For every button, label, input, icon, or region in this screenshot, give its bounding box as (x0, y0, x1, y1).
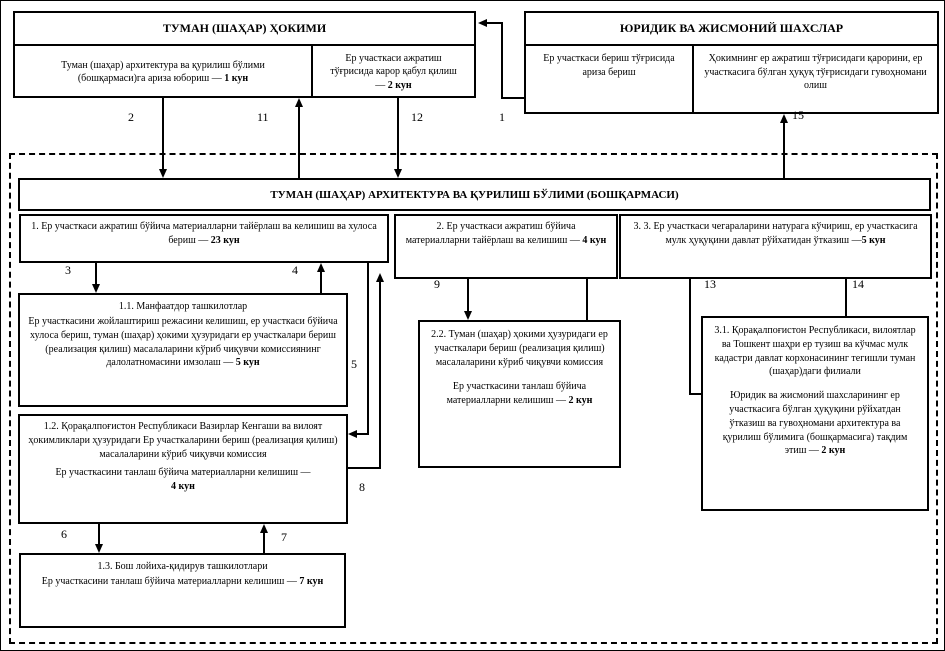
box-1-3-design-organizations: 1.3. Бош лойиха-қидирув ташкилотлари Ер … (19, 553, 346, 628)
connector-label-3: 3 (65, 263, 71, 277)
arrowhead-left-1 (478, 19, 487, 27)
connector-label-12: 12 (411, 110, 423, 124)
connector-label-8: 8 (359, 480, 365, 494)
department-boundary-dashed (9, 153, 938, 644)
hokim-cell-decision: Ер участкаси ажратиш тўғрисида карор қаб… (330, 52, 457, 91)
department-header-box: ТУМАН (ШАҲАР) АРХИТЕКТУРА ВА ҚУРИЛИШ БЎЛ… (18, 178, 931, 211)
connector-line-12 (397, 98, 399, 169)
box-2-2-commission: 2.2. Туман (шаҳар) ҳокими ҳузуридаги ер … (418, 320, 621, 468)
connector-line-1-bottom (501, 97, 524, 99)
arrowhead-up-11 (295, 98, 303, 107)
arrowhead-down-12 (394, 169, 402, 178)
hokim-group: ТУМАН (ШАҲАР) ҲОКИМИ Туман (шаҳар) архит… (13, 11, 476, 98)
connector-line-1-top (487, 22, 503, 24)
hokim-cell-send-application: Туман (шаҳар) архитектура ва қурилиш бўл… (15, 46, 313, 98)
arrowhead-down-2 (159, 169, 167, 178)
connector-line-8 (379, 282, 381, 469)
connector-label-5: 5 (351, 357, 357, 371)
arrowhead-up-4 (317, 263, 325, 272)
connector-label-1: 1 (499, 110, 505, 124)
connector-line-box2-box22 (586, 279, 588, 320)
connector-line-15 (783, 123, 785, 178)
connector-label-11: 11 (257, 110, 269, 124)
connector-line-5 (367, 263, 369, 435)
arrowhead-left-5 (348, 430, 357, 438)
box-1-2-commission: 1.2. Қорақалпоғистон Республикаси Вазирл… (18, 414, 348, 524)
connector-label-14: 14 (852, 277, 864, 291)
connector-line-1-vertical (501, 22, 503, 99)
box-1-1-stakeholders: 1.1. Манфаатдор ташкилотлар Ер участкаси… (18, 293, 348, 407)
connector-line-7 (263, 533, 265, 553)
process-box-1: 1. Ер участкаси ажратиш бўйича материалл… (19, 214, 389, 263)
connector-line-13-horizontal (689, 393, 701, 395)
connector-line-13 (689, 279, 691, 395)
connector-line-9 (467, 279, 469, 311)
connector-label-6: 6 (61, 527, 67, 541)
cell-submit-application: Ер участкаси бериш тўғрисида ариза бериш (526, 46, 694, 114)
connector-line-14 (845, 279, 847, 316)
connector-line-4 (320, 272, 322, 293)
box-1-1-title: 1.1. Манфаатдор ташкилотлар (118, 301, 248, 312)
connector-line-11 (298, 107, 300, 178)
arrowhead-up-15 (780, 114, 788, 123)
connector-label-9: 9 (434, 277, 440, 291)
connector-label-7: 7 (281, 530, 287, 544)
connector-line-6 (98, 524, 100, 544)
cell-receive-certificate: Ҳокимнинг ер ажратиш тўғрисидаги қарорин… (704, 53, 927, 91)
arrowhead-down-3 (92, 284, 100, 293)
connector-label-15: 15 (792, 108, 804, 122)
arrowhead-up-7 (260, 524, 268, 533)
connector-line-8-horizontal (348, 467, 379, 469)
connector-line-3 (95, 263, 97, 285)
process-box-3: 3. 3. Ер участкаси чегараларини натурага… (619, 214, 932, 279)
box-1-3-title: 1.3. Бош лойиха-қидирув ташкилотлари (97, 561, 268, 572)
legal-entities-header: ЮРИДИК ВА ЖИСМОНИЙ ШАХСЛАР (526, 13, 937, 46)
connector-label-4: 4 (292, 263, 298, 277)
connector-label-2: 2 (128, 110, 134, 124)
connector-label-13: 13 (704, 277, 716, 291)
process-box-2: 2. Ер участкаси ажратиш бўйича материалл… (394, 214, 618, 279)
hokim-header: ТУМАН (ШАҲАР) ҲОКИМИ (15, 13, 474, 46)
arrowhead-down-9 (464, 311, 472, 320)
arrowhead-up-8 (376, 273, 384, 282)
connector-line-5-horizontal (357, 433, 369, 435)
box-3-1-cadastre-branch: 3.1. Қорақалпоғистон Республикаси, вилоя… (701, 316, 929, 511)
connector-line-2 (162, 98, 164, 170)
arrowhead-down-6 (95, 544, 103, 553)
legal-entities-group: ЮРИДИК ВА ЖИСМОНИЙ ШАХСЛАР Ер участкаси … (524, 11, 939, 114)
